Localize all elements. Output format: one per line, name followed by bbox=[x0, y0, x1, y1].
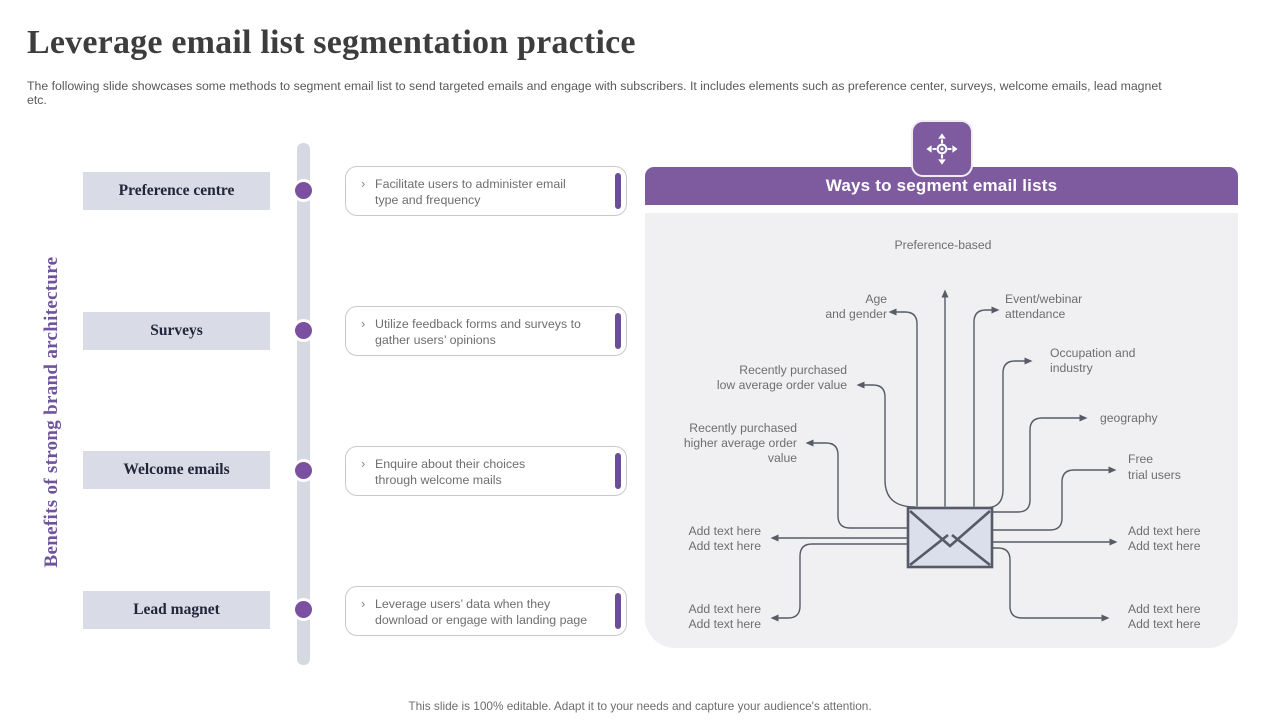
slide-subtitle: The following slide showcases some metho… bbox=[27, 79, 1162, 107]
diagram-label-free-trial: Free trial users bbox=[1128, 452, 1181, 482]
segmentation-panel: Ways to segment email lists bbox=[645, 120, 1238, 648]
description-card: › Facilitate users to administer email t… bbox=[345, 166, 627, 216]
page-title: Leverage email list segmentation practic… bbox=[27, 24, 636, 61]
diagram-placeholder-left-bottom[interactable]: Add text here Add text here bbox=[688, 602, 762, 631]
description-text: Enquire about their choices through welc… bbox=[375, 457, 526, 487]
description-card: › Leverage users’ data when they downloa… bbox=[345, 586, 627, 636]
diagram-label-low-avg-order: Recently purchased low average order val… bbox=[716, 363, 847, 392]
accent-bar bbox=[615, 313, 621, 349]
timeline-dot bbox=[295, 601, 312, 618]
diagram-label-preference-based: Preference-based bbox=[894, 238, 992, 252]
diagram-label-higher-avg-order: Recently purchased higher average order … bbox=[683, 421, 797, 465]
diagram-placeholder-right-mid[interactable]: Add text here Add text here bbox=[1128, 524, 1201, 553]
label-preference-centre: Preference centre bbox=[83, 172, 270, 210]
label-lead-magnet: Lead magnet bbox=[83, 591, 270, 629]
description-text: Utilize feedback forms and surveys to ga… bbox=[375, 317, 581, 347]
label-welcome-emails: Welcome emails bbox=[83, 451, 270, 489]
timeline-bar bbox=[297, 143, 310, 665]
description-card: › Enquire about their choices through we… bbox=[345, 446, 627, 496]
diagram-placeholder-left-mid[interactable]: Add text here Add text here bbox=[688, 524, 762, 553]
side-vertical-label: Benefits of strong brand architecture bbox=[41, 256, 62, 568]
chevron-bullet-icon: › bbox=[361, 456, 366, 471]
diagram-label-geography: geography bbox=[1100, 411, 1158, 425]
chevron-bullet-icon: › bbox=[361, 316, 366, 331]
move-badge bbox=[910, 120, 973, 177]
chevron-bullet-icon: › bbox=[361, 596, 366, 611]
move-icon bbox=[925, 132, 958, 165]
timeline-dot bbox=[295, 322, 312, 339]
timeline-dot bbox=[295, 182, 312, 199]
diagram-label-age-gender: Age and gender bbox=[825, 292, 887, 321]
panel-title: Ways to segment email lists bbox=[825, 176, 1058, 195]
accent-bar bbox=[615, 453, 621, 489]
envelope-icon bbox=[906, 506, 994, 569]
timeline-dot bbox=[295, 462, 312, 479]
diagram-placeholder-right-bottom[interactable]: Add text here Add text here bbox=[1128, 602, 1201, 631]
diagram-label-event-webinar: Event/webinar attendance bbox=[1005, 292, 1083, 321]
description-text: Leverage users’ data when they download … bbox=[375, 597, 588, 627]
connector-lines bbox=[770, 289, 1118, 622]
chevron-bullet-icon: › bbox=[361, 176, 366, 191]
description-text: Facilitate users to administer email typ… bbox=[375, 177, 566, 207]
footer-note: This slide is 100% editable. Adapt it to… bbox=[408, 699, 872, 713]
description-card: › Utilize feedback forms and surveys to … bbox=[345, 306, 627, 356]
accent-bar bbox=[615, 593, 621, 629]
accent-bar bbox=[615, 173, 621, 209]
label-surveys: Surveys bbox=[83, 312, 270, 350]
diagram-label-occupation: Occupation and industry bbox=[1050, 346, 1136, 375]
segmentation-diagram: Preference-based Age and gender Event/we… bbox=[645, 162, 1238, 650]
panel-body bbox=[645, 213, 1238, 648]
